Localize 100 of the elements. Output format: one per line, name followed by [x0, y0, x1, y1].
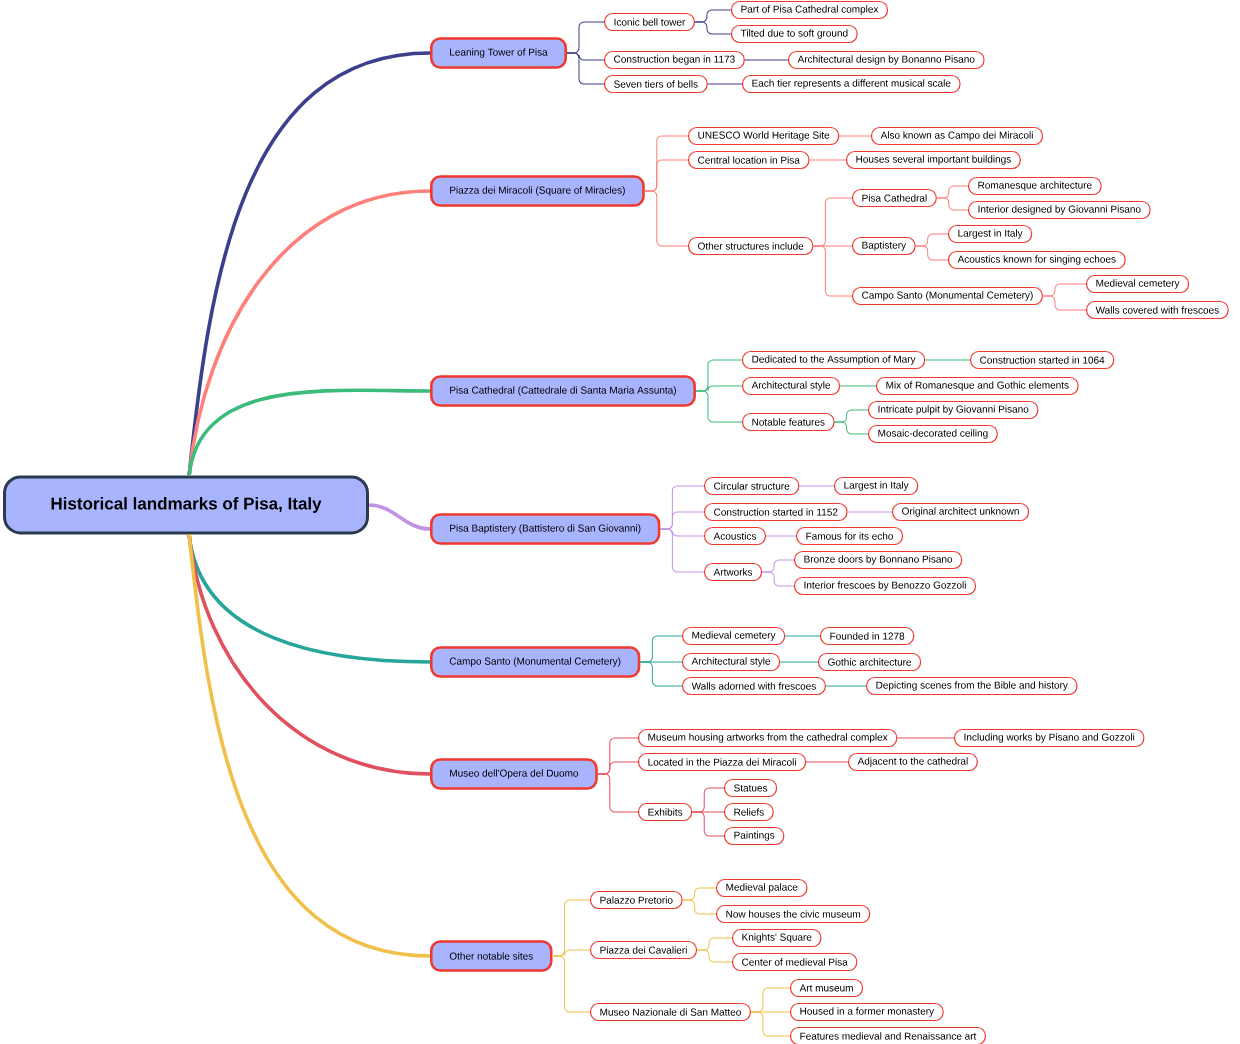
subtopic-box: Circular structure	[704, 476, 800, 496]
subtopic-box: Central location in Pisa	[688, 150, 810, 170]
subtopic-box: Famous for its echo	[796, 526, 903, 546]
subtopic-box: Housed in a former monastery	[790, 1002, 944, 1022]
subtopic-box: Mix of Romanesque and Gothic elements	[876, 376, 1079, 396]
central-topic: Historical landmarks of Pisa, Italy	[3, 475, 369, 535]
subtopic-box: Knights' Square	[732, 928, 822, 948]
connector-line	[839, 385, 877, 387]
subtopic-box: Pisa Cathedral	[852, 188, 937, 208]
subtopic-box: Notable features	[742, 412, 835, 432]
subtopic-box: Construction started in 1152	[704, 502, 848, 522]
connector-line	[838, 135, 872, 137]
subtopic-box: Depicting scenes from the Bible and history	[866, 676, 1078, 696]
connector-line	[644, 190, 689, 247]
subtopic-box: Statues	[724, 778, 778, 798]
connector-line	[750, 1011, 791, 1037]
subtopic-box: Construction began in 1173	[604, 50, 745, 70]
topic-box: Leaning Tower of Pisa	[430, 37, 567, 69]
subtopic-box: Walls covered with frescoes	[1086, 300, 1229, 320]
subtopic-box: Architectural style	[682, 652, 781, 672]
connector-line	[896, 737, 955, 739]
subtopic-box: Medieval palace	[716, 878, 808, 898]
connector-line	[691, 811, 725, 837]
subtopic-box: Houses several important buildings	[846, 150, 1021, 170]
connector-line	[784, 635, 821, 637]
subtopic-box: Iconic bell tower	[604, 12, 695, 32]
subtopic-box: Bronze doors by Bonnano Pisano	[794, 550, 963, 570]
topic-box: Campo Santo (Monumental Cemetery)	[430, 646, 641, 678]
subtopic-box: Piazza dei Cavalieri	[590, 940, 697, 960]
subtopic-box: Each tier represents a different musical scale	[742, 74, 961, 94]
connector-line	[779, 661, 819, 663]
subtopic-box: Paintings	[724, 826, 785, 846]
connector-line	[915, 245, 949, 261]
subtopic-box: Acoustics known for singing echoes	[948, 250, 1126, 270]
topic-box: Pisa Cathedral (Cattedrale di Santa Maria Assunta)	[430, 375, 696, 407]
subtopic-box: Intricate pulpit by Giovanni Pisano	[868, 400, 1039, 420]
subtopic-box: Part of Pisa Cathedral complex	[731, 0, 889, 20]
connector-line	[566, 52, 605, 85]
connector-line	[809, 159, 847, 161]
subtopic-box: Acoustics	[704, 526, 766, 546]
subtopic-box: Baptistery	[852, 236, 916, 256]
subtopic-box: Features medieval and Renaissance art	[790, 1026, 986, 1044]
connector-line	[924, 359, 971, 361]
subtopic-box: Construction started in 1064	[970, 350, 1115, 370]
subtopic-box: Dedicated to the Assumption of Mary	[742, 350, 926, 370]
subtopic-box: Exhibits	[638, 802, 693, 822]
subtopic-box: Romanesque architecture	[968, 176, 1102, 196]
subtopic-box: Interior frescoes by Benozzo Gozzoli	[794, 576, 977, 596]
connector-line	[695, 390, 743, 423]
subtopic-box: Other structures include	[688, 236, 814, 256]
subtopic-box: Artworks	[704, 562, 763, 582]
connector-line	[798, 485, 835, 487]
subtopic-box: Largest in Italy	[834, 476, 919, 496]
subtopic-box: Medieval cemetery	[682, 626, 786, 646]
subtopic-box: Palazzo Pretorio	[590, 890, 683, 910]
connector-line	[696, 949, 733, 963]
subtopic-box: Mosaic-decorated ceiling	[868, 424, 998, 444]
connector-line	[1042, 295, 1087, 311]
connector-line	[765, 535, 797, 537]
connector-line	[597, 773, 639, 813]
connector-line	[805, 761, 849, 763]
subtopic-box: Medieval cemetery	[1086, 274, 1190, 294]
topic-box: Piazza dei Miracoli (Square of Miracles)	[430, 175, 645, 207]
connector-line	[744, 59, 789, 61]
connector-line	[936, 197, 969, 211]
connector-line	[834, 421, 869, 435]
subtopic-box: Museum housing artworks from the cathedral complex	[638, 728, 898, 748]
connector-line	[659, 528, 705, 573]
topic-box: Museo dell'Opera del Duomo	[430, 758, 598, 790]
connector-line	[847, 511, 893, 513]
topic-box: Other notable sites	[430, 940, 553, 972]
subtopic-box: Interior designed by Giovanni Pisano	[968, 200, 1151, 220]
connector-line	[552, 955, 591, 1013]
subtopic-box: Center of medieval Pisa	[732, 952, 858, 972]
connector-line	[812, 245, 853, 297]
connector-line	[682, 899, 717, 915]
subtopic-box: Gothic architecture	[818, 652, 922, 672]
subtopic-box: Original architect unknown	[892, 502, 1030, 522]
subtopic-box: Seven tiers of bells	[604, 74, 708, 94]
connector-line	[761, 571, 795, 587]
subtopic-box: Located in the Piazza dei Miracoli	[638, 752, 807, 772]
subtopic-box: Art museum	[790, 978, 864, 998]
subtopic-box: Also known as Campo dei Miracoli	[871, 126, 1044, 146]
subtopic-box: Walls adorned with frescoes	[682, 676, 826, 696]
subtopic-box: Architectural style	[742, 376, 841, 396]
connector-line	[368, 503, 431, 531]
connector-line	[694, 21, 732, 35]
connector-line	[639, 661, 683, 687]
topic-box: Pisa Baptistery (Battistero di San Giovanni)	[430, 513, 661, 545]
subtopic-box: Now houses the civic museum	[716, 904, 871, 924]
subtopic-box: Largest in Italy	[948, 224, 1033, 244]
subtopic-box: Museo Nazionale di San Matteo	[590, 1002, 751, 1022]
subtopic-box: UNESCO World Heritage Site	[688, 126, 840, 146]
connector-line	[187, 388, 431, 476]
subtopic-box: Campo Santo (Monumental Cemetery)	[852, 286, 1043, 306]
connector-line	[707, 83, 743, 85]
connector-line	[187, 534, 431, 958]
subtopic-box: Tilted due to soft ground	[731, 24, 858, 44]
subtopic-box: Adjacent to the cathedral	[848, 752, 978, 772]
connector-line	[825, 685, 867, 687]
